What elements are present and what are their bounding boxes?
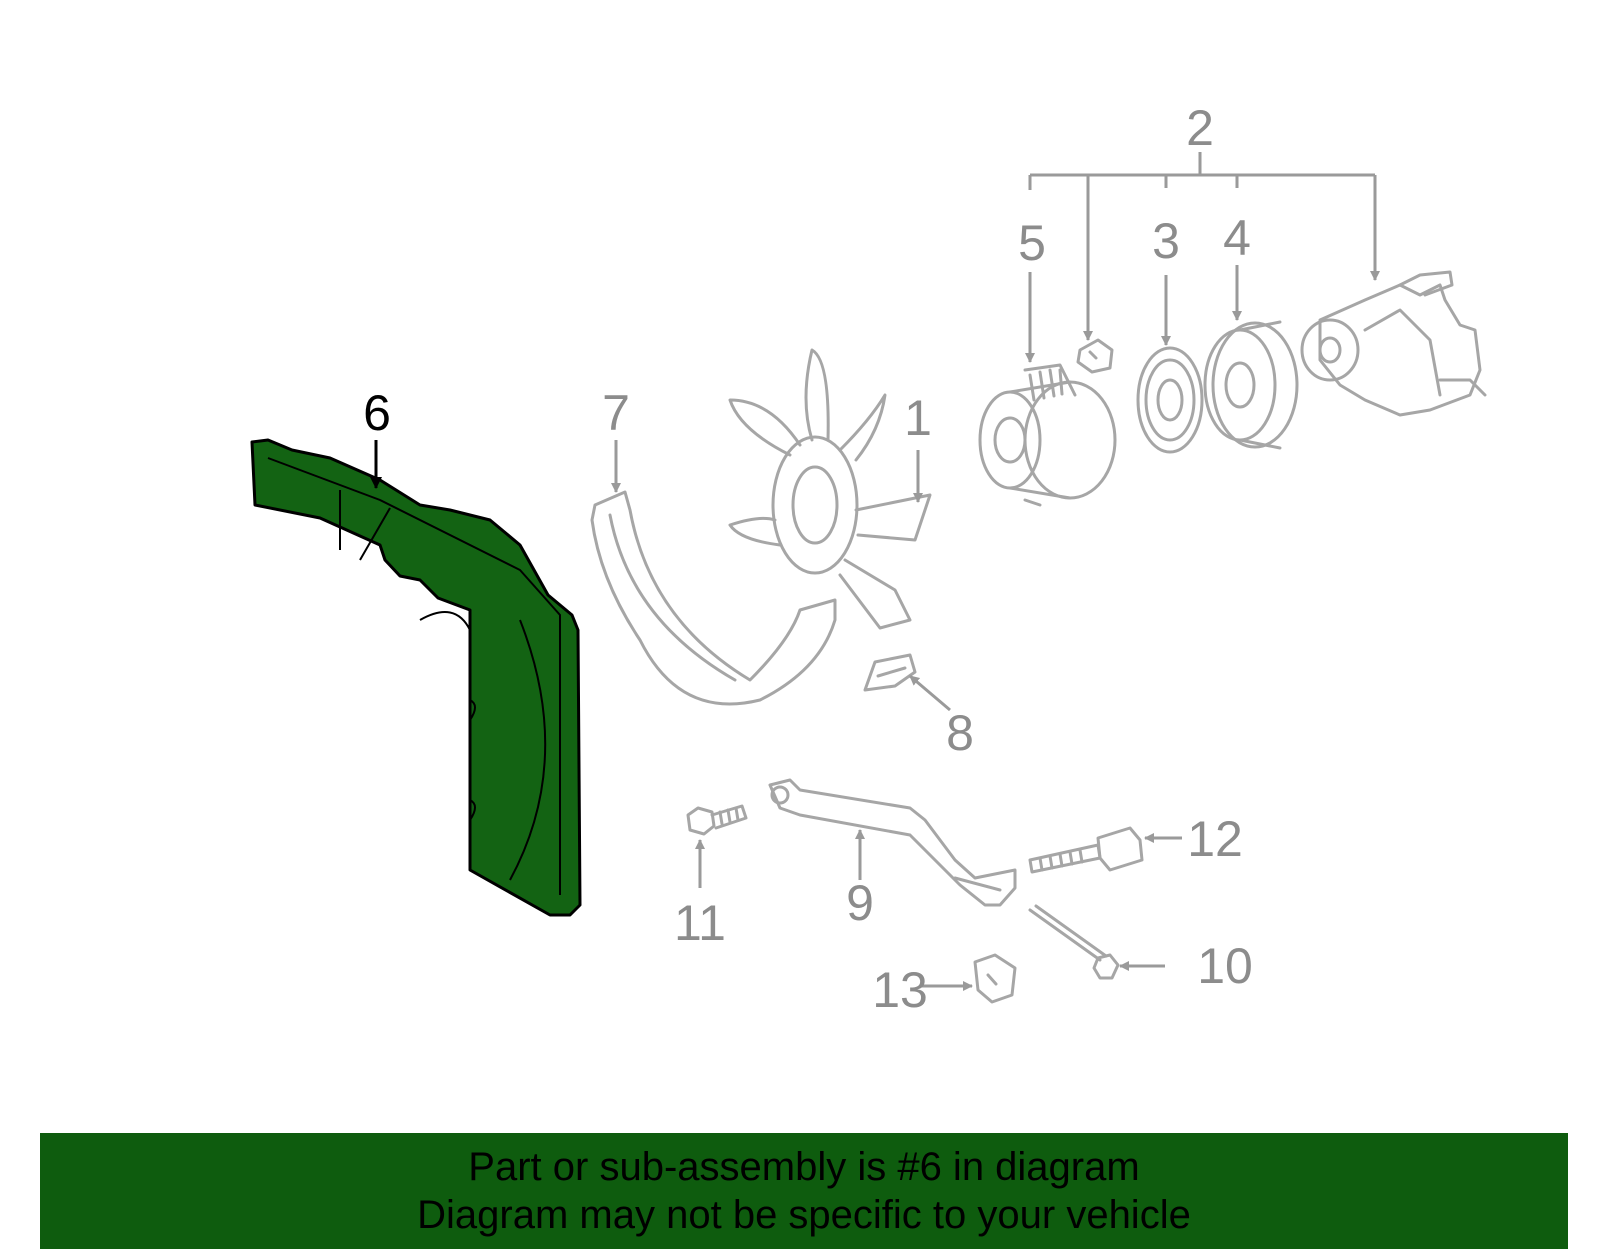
long-bolt-part-10 — [1028, 904, 1120, 980]
nut-part-13 — [973, 953, 1017, 1004]
callout-13: 13 — [872, 962, 928, 1018]
water-pump — [1300, 270, 1487, 417]
bracket-part-9 — [768, 778, 1017, 907]
callout-9: 9 — [846, 875, 874, 931]
fan-clutch-part-5 — [978, 363, 1117, 507]
lower-shroud-part-7 — [590, 490, 837, 706]
callout-1: 1 — [904, 390, 932, 446]
callout-8: 8 — [946, 705, 974, 761]
nut-part — [1076, 338, 1114, 374]
pulley-part-3 — [1136, 346, 1204, 454]
cooling-fan-part-1 — [728, 348, 932, 630]
callout-3: 3 — [1152, 213, 1180, 269]
callout-7: 7 — [602, 385, 630, 441]
callout-2: 2 — [1186, 100, 1214, 156]
callout-12: 12 — [1187, 811, 1243, 867]
leader-lines — [370, 152, 1380, 991]
callout-10: 10 — [1197, 938, 1253, 994]
banner-line-disclaimer: Diagram may not be specific to your vehi… — [417, 1193, 1191, 1237]
callout-labels: 1 2 3 4 5 6 7 8 9 10 11 12 13 — [363, 100, 1253, 1018]
bolt-part-11 — [686, 804, 748, 836]
info-banner: Part or sub-assembly is #6 in diagram Di… — [40, 1133, 1568, 1249]
callout-4: 4 — [1223, 210, 1251, 266]
banner-line-part: Part or sub-assembly is #6 in diagram — [468, 1145, 1140, 1189]
callout-5: 5 — [1018, 215, 1046, 271]
clip-part-8 — [863, 653, 917, 692]
callout-11: 11 — [674, 895, 726, 951]
callout-6: 6 — [363, 385, 391, 441]
fan-shroud-part-6[interactable] — [250, 438, 582, 917]
pulley-part-4 — [1203, 320, 1299, 450]
bolt-spacer-part-12 — [1028, 826, 1144, 874]
